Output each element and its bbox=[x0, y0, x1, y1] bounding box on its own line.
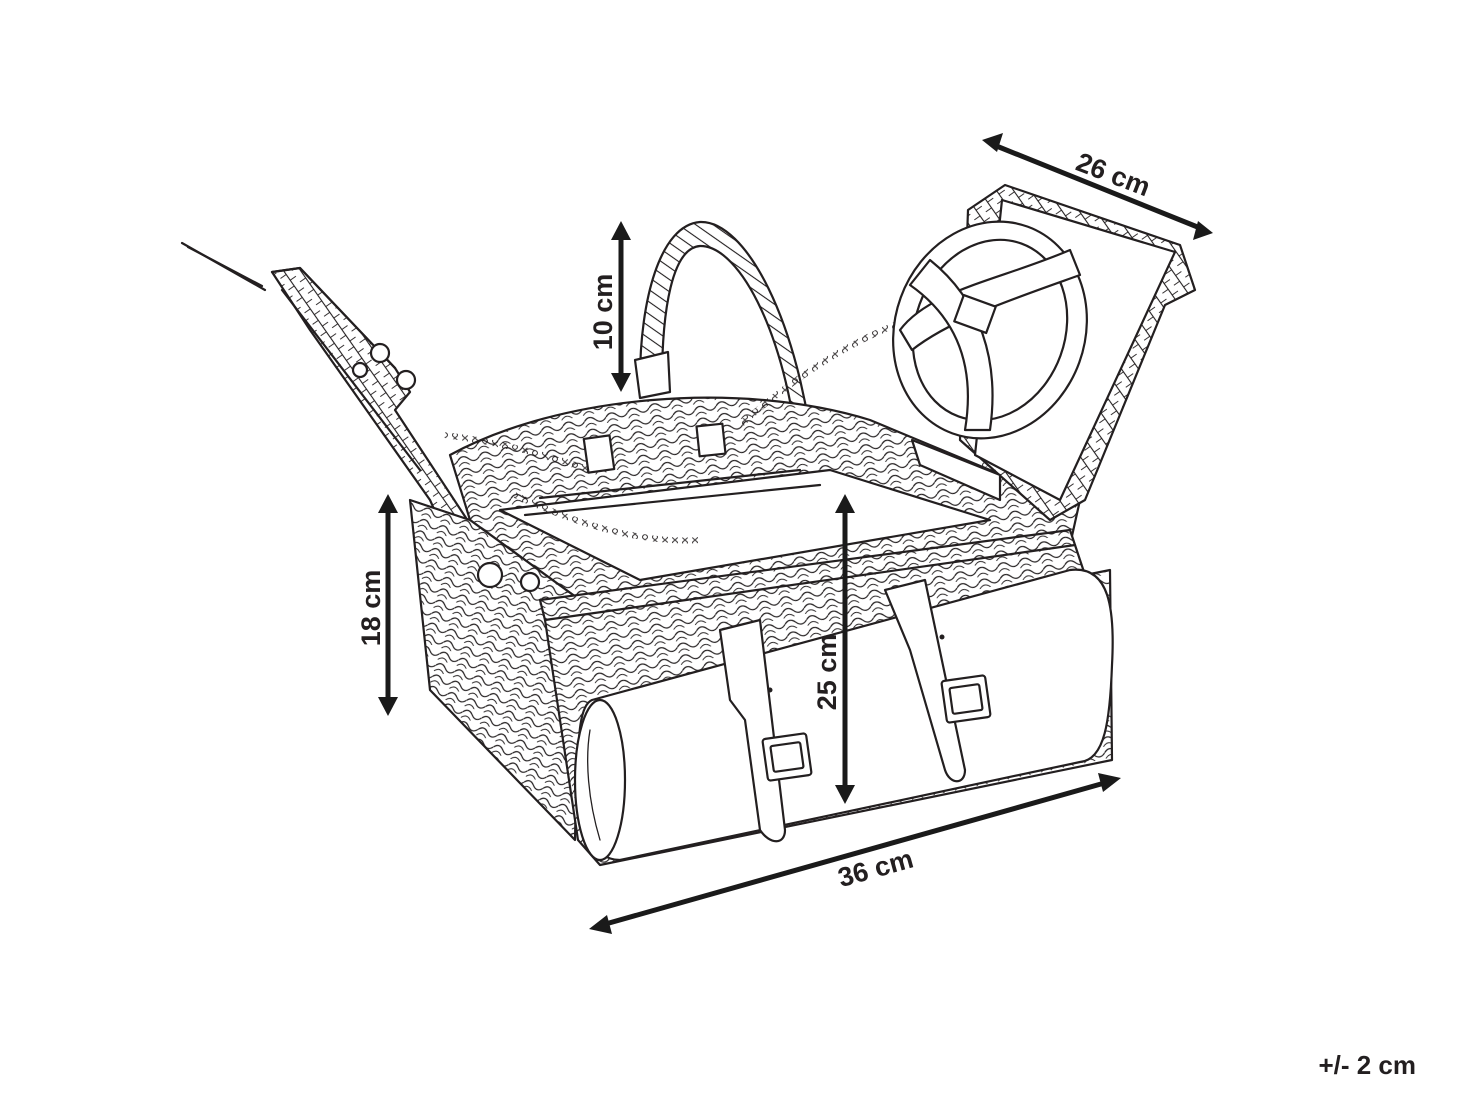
right-lid bbox=[892, 183, 1197, 522]
handle-height-label: 10 cm bbox=[588, 274, 618, 351]
dimension-basket-height: 18 cm bbox=[356, 494, 398, 716]
tolerance-note: +/- 2 cm bbox=[1318, 1050, 1416, 1080]
width-label: 36 cm bbox=[835, 844, 917, 893]
blanket-straps bbox=[718, 578, 992, 843]
plate-pouch bbox=[892, 220, 1088, 440]
dimension-total-height: 25 cm bbox=[812, 494, 855, 804]
picnic-basket bbox=[180, 183, 1197, 867]
basket-height-label: 18 cm bbox=[356, 570, 386, 647]
total-height-label: 25 cm bbox=[812, 634, 842, 711]
dimension-handle-height: 10 cm bbox=[588, 221, 631, 392]
